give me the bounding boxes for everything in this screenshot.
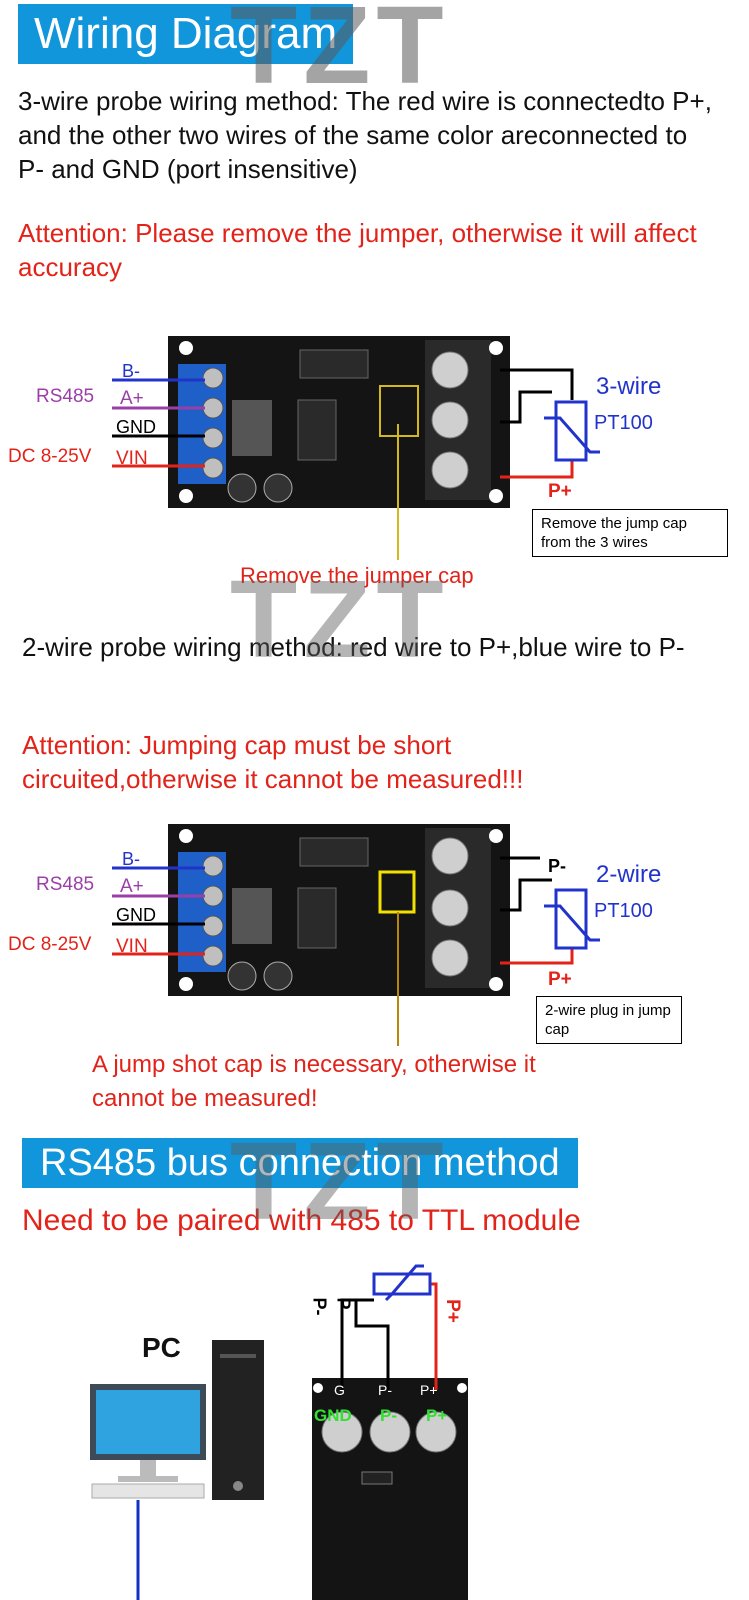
label-a-plus: A+ — [120, 388, 144, 409]
label-gnd-2: GND — [116, 905, 156, 925]
attention-remove-jumper: Attention: Please remove the jumper, oth… — [18, 218, 697, 282]
keyboard — [91, 1483, 205, 1499]
rs485-bus-diagram — [90, 1264, 468, 1600]
rs485-banner-title: RS485 bus connection method — [40, 1142, 560, 1184]
pc-label: PC — [142, 1332, 181, 1363]
note-remove-jump-cap: Remove the jump cap from the 3 wires — [532, 509, 728, 557]
three-wire-board-diagram — [112, 336, 600, 560]
label-two-wire: 2-wire — [596, 861, 662, 888]
label-gnd: GND — [116, 417, 156, 437]
terminal-label-p-minus: P- — [380, 1406, 397, 1425]
board-label-p-minus: P- — [378, 1382, 392, 1398]
wire-label-p-minus-2: P- — [333, 1297, 354, 1316]
pt100-symbol — [554, 400, 588, 462]
label-pt100-2: PT100 — [594, 900, 653, 922]
label-rs485: RS485 — [36, 386, 95, 407]
attention-jumping-cap: Attention: Jumping cap must be short cir… — [22, 730, 524, 794]
banner-title: Wiring Diagram — [34, 9, 338, 58]
label-p-plus-2: P+ — [548, 969, 572, 990]
label-dc-voltage-2: DC 8-25V — [8, 934, 92, 955]
regulator-chip — [232, 400, 272, 456]
callout-remove-jumper-cap: Remove the jumper cap — [240, 563, 474, 588]
wiring-diagram-banner: Wiring Diagram — [18, 4, 354, 64]
label-three-wire: 3-wire — [596, 373, 662, 400]
terminal-label-gnd: GND — [314, 1406, 352, 1425]
pairing-requirement: Need to be paired with 485 to TTL module — [22, 1204, 581, 1237]
board-label-g: G — [334, 1382, 345, 1398]
two-wire-board-diagram — [112, 824, 600, 1046]
two-wire-description: 2-wire probe wiring method: red wire to … — [22, 632, 685, 662]
label-a-plus-2: A+ — [120, 876, 144, 897]
label-b-minus: B- — [122, 361, 140, 381]
label-vin-2: VIN — [116, 936, 148, 957]
three-wire-description: 3-wire probe wiring method: The red wire… — [18, 86, 712, 184]
label-pt100: PT100 — [594, 412, 653, 434]
label-p-plus: P+ — [548, 481, 572, 502]
pt100-symbol-3 — [372, 1272, 432, 1296]
label-p-minus-2: P- — [548, 856, 566, 876]
label-dc-voltage: DC 8-25V — [8, 446, 92, 467]
label-vin: VIN — [116, 448, 148, 469]
board-label-p-plus: P+ — [420, 1382, 438, 1398]
label-b-minus-2: B- — [122, 849, 140, 869]
callout-jump-cap-necessary: A jump shot cap is necessary, otherwise … — [92, 1051, 536, 1112]
note-plug-jump-cap: 2-wire plug in jump cap — [536, 996, 682, 1044]
pc-tower — [212, 1340, 264, 1500]
terminal-label-p-plus: P+ — [426, 1406, 448, 1425]
label-rs485-2: RS485 — [36, 874, 95, 895]
wire-label-p-plus: P+ — [441, 1299, 463, 1323]
wire-label-p-minus-1: P- — [309, 1297, 330, 1316]
rs485-bus-banner: RS485 bus connection method — [22, 1138, 578, 1188]
